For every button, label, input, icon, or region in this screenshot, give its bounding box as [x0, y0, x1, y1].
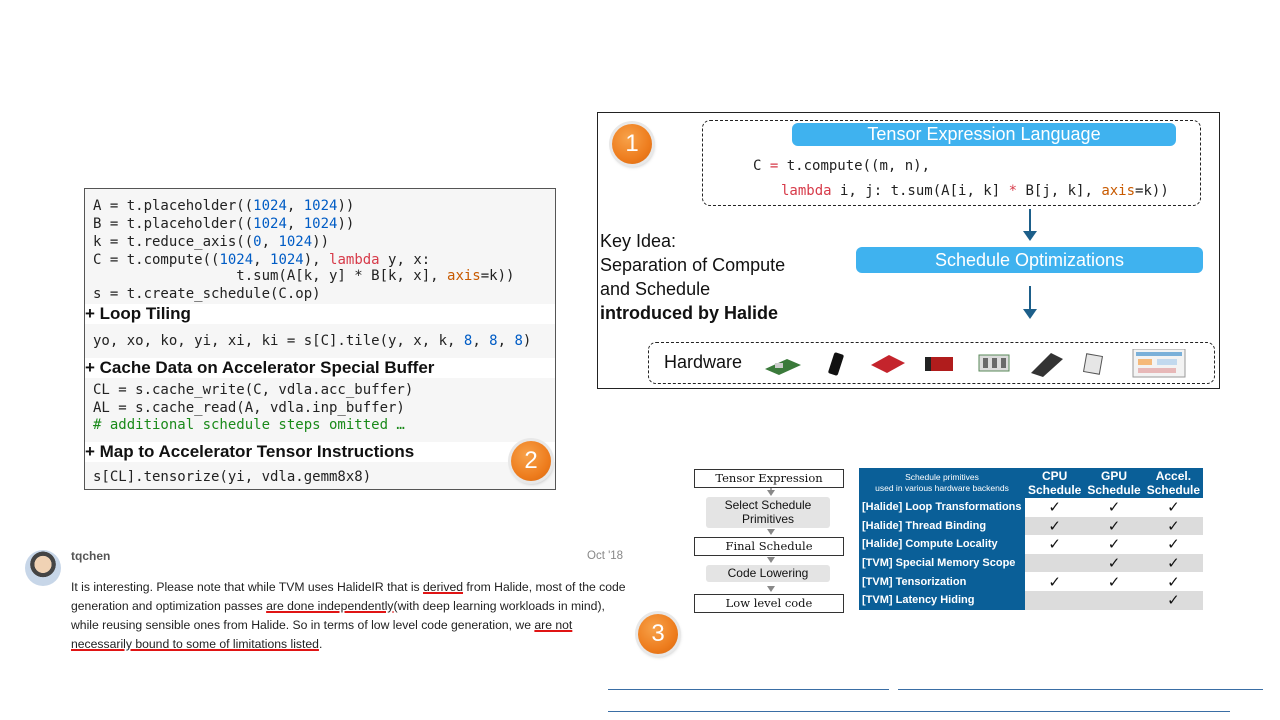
tensor-expression-box [702, 120, 1201, 206]
check-cell-gpu: ✓ [1084, 553, 1144, 573]
key-idea-line-4: introduced by Halide [600, 303, 779, 323]
check-cell-acc: ✓ [1143, 516, 1204, 536]
table-row: [Halide] Loop Transformations✓✓✓ [859, 498, 1204, 517]
row-label: [TVM] Latency Hiding [859, 590, 1025, 610]
check-cell-gpu [1084, 590, 1144, 610]
tensor-expression-language-pill: Tensor Expression Language [792, 123, 1176, 146]
check-cell-cpu: ✓ [1025, 498, 1085, 517]
flow-arrow-3 [767, 557, 775, 563]
col-gpu-schedule: GPU Schedule [1084, 468, 1144, 498]
flow-arrow-1 [767, 490, 775, 496]
step-badge-1: 1 [612, 124, 652, 164]
code-line-k: k = t.reduce_axis((0, 1024)) [93, 234, 330, 250]
check-cell-cpu [1025, 553, 1085, 573]
key-idea-text: Key Idea: Separation of Compute and Sche… [600, 229, 785, 325]
row-label: [Halide] Compute Locality [859, 535, 1025, 554]
schedule-optimizations-pill: Schedule Optimizations [856, 247, 1203, 273]
col-accel-schedule: Accel. Schedule [1143, 468, 1204, 498]
hardware-icons [765, 349, 1186, 378]
code-line-compute: C = t.compute((1024, 1024), lambda y, x: [93, 252, 431, 268]
code-line-cache-write: CL = s.cache_write(C, vdla.acc_buffer) [93, 382, 414, 398]
arrow-down-1 [1023, 209, 1037, 241]
key-idea-line-1: Key Idea: [600, 231, 677, 251]
code-line-cache-read: AL = s.cache_read(A, vdla.inp_buffer) [93, 400, 405, 416]
table-row: [Halide] Compute Locality✓✓✓ [859, 535, 1204, 554]
check-cell-cpu: ✓ [1025, 516, 1085, 536]
section-cache-data: + Cache Data on Accelerator Special Buff… [85, 358, 555, 378]
comment-body: It is interesting. Please note that whil… [71, 580, 626, 651]
flow-low-level-code: Low level code [694, 594, 844, 613]
hardware-box [648, 342, 1215, 384]
code-line-a: A = t.placeholder((1024, 1024)) [93, 198, 355, 214]
divider-line-2 [898, 689, 1263, 690]
flow-code-lowering: Code Lowering [706, 565, 830, 582]
flow-final-schedule: Final Schedule [694, 537, 844, 556]
table-head-title-main: Schedule primitives [905, 472, 979, 482]
accelerator-diagram-icon [1132, 349, 1186, 378]
check-cell-acc: ✓ [1143, 590, 1204, 610]
row-label: [TVM] Tensorization [859, 572, 1025, 591]
raspberry-pi-icon [765, 359, 801, 375]
gpu-card-icon [925, 357, 953, 371]
section-tensor-instructions: + Map to Accelerator Tensor Instructions [85, 442, 555, 462]
table-row: [TVM] Special Memory Scope ✓✓ [859, 553, 1204, 573]
check-cell-cpu [1025, 590, 1085, 610]
check-cell-gpu: ✓ [1084, 498, 1144, 517]
row-label: [Halide] Thread Binding [859, 516, 1025, 536]
table-head-subtitle: used in various hardware backends [875, 483, 1009, 493]
check-cell-gpu: ✓ [1084, 516, 1144, 536]
code-line-sum: t.sum(A[k, y] * B[k, x], axis=k)) [93, 268, 515, 284]
flow-tensor-expression: Tensor Expression [694, 469, 844, 488]
comment-author[interactable]: tqchen [71, 549, 111, 563]
code-line-tensorize: s[CL].tensorize(yi, vdla.gemm8x8) [93, 469, 372, 485]
check-cell-acc: ✓ [1143, 553, 1204, 573]
code-line-schedule: s = t.create_schedule(C.op) [93, 286, 321, 302]
code-panel: A = t.placeholder((1024, 1024)) B = t.pl… [84, 188, 556, 490]
check-cell-acc: ✓ [1143, 572, 1204, 591]
memory-module-icon [978, 354, 1010, 372]
row-label: [Halide] Loop Transformations [859, 498, 1025, 517]
check-cell-acc: ✓ [1143, 535, 1204, 554]
expr-line-1: C = t.compute((m, n), [753, 158, 931, 174]
check-cell-gpu: ✓ [1084, 572, 1144, 591]
table-row: [TVM] Tensorization✓✓✓ [859, 572, 1204, 591]
check-cell-cpu: ✓ [1025, 572, 1085, 591]
diagram-panel: 1 Tensor Expression Language C = t.compu… [597, 112, 1220, 389]
fpga-board-icon [871, 355, 905, 373]
section-loop-tiling: + Loop Tiling [85, 304, 555, 324]
code-line-tile: yo, xo, ko, yi, xi, ki = s[C].tile(y, x,… [93, 333, 532, 349]
code-line-b: B = t.placeholder((1024, 1024)) [93, 216, 355, 232]
col-cpu-schedule: CPU Schedule [1025, 468, 1085, 498]
check-cell-cpu: ✓ [1025, 535, 1085, 554]
table-row: [TVM] Latency Hiding ✓ [859, 590, 1204, 610]
schedule-primitives-table: Schedule primitives used in various hard… [859, 468, 1204, 610]
flow-arrow-4 [767, 586, 775, 592]
table-body: [Halide] Loop Transformations✓✓✓[Halide]… [859, 498, 1204, 610]
gpu-board-icon [1031, 353, 1063, 377]
key-idea-line-2: Separation of Compute [600, 255, 786, 275]
step-badge-2: 2 [511, 441, 551, 481]
comment-date[interactable]: Oct '18 [587, 550, 624, 562]
cpu-chip-icon [1082, 353, 1104, 375]
code-line-comment: # additional schedule steps omitted … [93, 417, 405, 433]
key-idea-line-3: and Schedule [600, 279, 711, 299]
step-badge-3: 3 [638, 614, 678, 654]
flow-arrow-2 [767, 529, 775, 535]
table-head-title: Schedule primitives used in various hard… [859, 468, 1025, 498]
hardware-label: Hardware [664, 352, 743, 372]
forum-comment: tqchen Oct '18 It is interesting. Please… [20, 546, 630, 656]
phone-icon [828, 352, 844, 376]
divider-line-3 [608, 711, 1230, 712]
expr-line-2: lambda i, j: t.sum(A[i, k] * B[j, k], ax… [781, 183, 1169, 199]
arrow-down-2 [1023, 286, 1037, 319]
check-cell-gpu: ✓ [1084, 535, 1144, 554]
flow-select-schedule: Select Schedule Primitives [706, 497, 830, 528]
divider-line-1 [608, 689, 889, 690]
avatar[interactable] [25, 550, 61, 586]
check-cell-acc: ✓ [1143, 498, 1204, 517]
table-row: [Halide] Thread Binding✓✓✓ [859, 516, 1204, 536]
row-label: [TVM] Special Memory Scope [859, 553, 1025, 573]
